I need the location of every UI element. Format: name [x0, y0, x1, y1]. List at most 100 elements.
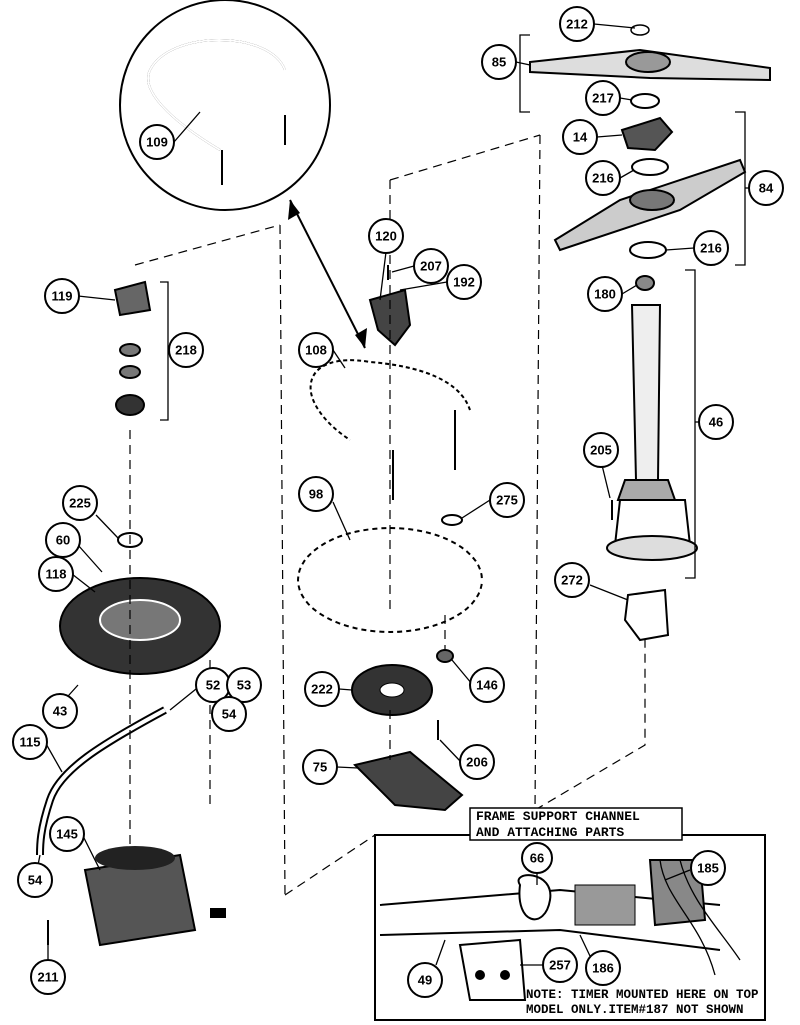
svg-text:216: 216	[700, 241, 722, 256]
nut-180	[635, 275, 655, 291]
ring-216-upper	[631, 158, 669, 176]
callout-212: 212	[559, 6, 595, 42]
callout-257: 257	[542, 947, 578, 983]
svg-text:14: 14	[573, 130, 588, 145]
svg-text:146: 146	[476, 678, 498, 693]
callout-146: 146	[469, 667, 505, 703]
heater-detail-circle	[119, 0, 331, 211]
svg-text:43: 43	[53, 704, 67, 719]
callout-275: 275	[489, 482, 525, 518]
hub-14	[620, 116, 674, 152]
svg-text:222: 222	[311, 682, 333, 697]
callout-216-upper: 216	[585, 160, 621, 196]
callout-49: 49	[407, 962, 443, 998]
callout-216-lower: 216	[693, 230, 729, 266]
svg-text:52: 52	[206, 678, 220, 693]
svg-text:180: 180	[594, 287, 616, 302]
inset-title-line2: AND ATTACHING PARTS	[476, 825, 624, 840]
svg-text:49: 49	[418, 973, 432, 988]
callout-120: 120	[368, 218, 404, 254]
svg-text:275: 275	[496, 493, 518, 508]
valve-kit-218	[115, 281, 169, 421]
pointer-arrow	[288, 199, 367, 349]
callout-54-lower: 54	[17, 862, 53, 898]
callout-46: 46	[698, 404, 734, 440]
spray-arm-bracket-85	[519, 34, 530, 113]
callout-222: 222	[304, 671, 340, 707]
svg-text:98: 98	[309, 487, 323, 502]
callout-43: 43	[42, 693, 78, 729]
svg-text:216: 216	[592, 171, 614, 186]
svg-text:84: 84	[759, 181, 774, 196]
svg-text:118: 118	[46, 567, 67, 582]
callout-75: 75	[302, 749, 338, 785]
callout-186: 186	[585, 950, 621, 986]
nut-146	[436, 649, 454, 663]
inset-note-line1: NOTE: TIMER MOUNTED HERE ON TOP	[526, 988, 759, 1002]
callout-118: 118	[38, 556, 74, 592]
svg-text:109: 109	[146, 135, 168, 150]
callout-207: 207	[413, 248, 449, 284]
base-plate-118	[59, 577, 221, 675]
svg-text:211: 211	[38, 970, 59, 985]
svg-text:119: 119	[52, 289, 73, 304]
callout-145: 145	[49, 816, 85, 852]
callout-205: 205	[583, 432, 619, 468]
callout-108: 108	[298, 332, 334, 368]
svg-text:186: 186	[592, 961, 614, 976]
impeller-272	[623, 588, 670, 642]
svg-text:115: 115	[20, 735, 41, 750]
svg-text:185: 185	[697, 861, 719, 876]
motor-145	[83, 846, 226, 947]
gear-222	[351, 664, 433, 716]
callout-115: 115	[12, 724, 48, 760]
callout-218: 218	[168, 332, 204, 368]
svg-text:108: 108	[305, 343, 327, 358]
hose-115	[36, 706, 167, 856]
svg-text:85: 85	[492, 55, 506, 70]
callout-211: 211	[30, 959, 66, 995]
svg-text:54: 54	[28, 873, 43, 888]
svg-text:205: 205	[590, 443, 612, 458]
callout-53: 53	[226, 667, 262, 703]
tube-46	[606, 304, 698, 561]
svg-text:206: 206	[466, 755, 488, 770]
svg-text:120: 120	[375, 229, 397, 244]
washer-217	[630, 93, 660, 109]
spray-arm-upper	[529, 24, 771, 82]
spray-arm-bracket-84	[735, 111, 746, 266]
callout-66: 66	[521, 842, 553, 874]
callout-272: 272	[554, 562, 590, 598]
filter-plate-75	[353, 750, 464, 812]
callout-225: 225	[62, 485, 98, 521]
svg-text:192: 192	[453, 275, 475, 290]
callout-98: 98	[298, 476, 334, 512]
svg-text:54: 54	[222, 707, 237, 722]
svg-text:53: 53	[237, 678, 251, 693]
callout-119: 119	[44, 278, 80, 314]
callout-109: 109	[139, 124, 175, 160]
svg-text:46: 46	[709, 415, 723, 430]
valve-119	[113, 280, 152, 317]
washer-275	[441, 514, 463, 526]
leader-lines	[34, 23, 749, 966]
tube-bracket-46	[685, 269, 696, 579]
heater-ring-108	[307, 357, 473, 500]
callout-192: 192	[446, 264, 482, 300]
callout-54-upper: 54	[211, 696, 247, 732]
svg-text:75: 75	[313, 760, 327, 775]
inset-note-line2: MODEL ONLY.ITEM#187 NOT SHOWN	[526, 1003, 744, 1017]
svg-text:60: 60	[56, 533, 70, 548]
callout-185: 185	[690, 850, 726, 886]
callout-84: 84	[748, 170, 784, 206]
svg-text:145: 145	[56, 827, 78, 842]
svg-text:272: 272	[561, 573, 583, 588]
explode-lines	[129, 134, 646, 896]
svg-text:218: 218	[175, 343, 197, 358]
ring-216-lower	[629, 241, 667, 259]
callout-217: 217	[585, 80, 621, 116]
svg-text:207: 207	[420, 259, 442, 274]
svg-text:217: 217	[592, 91, 614, 106]
svg-text:257: 257	[549, 958, 571, 973]
